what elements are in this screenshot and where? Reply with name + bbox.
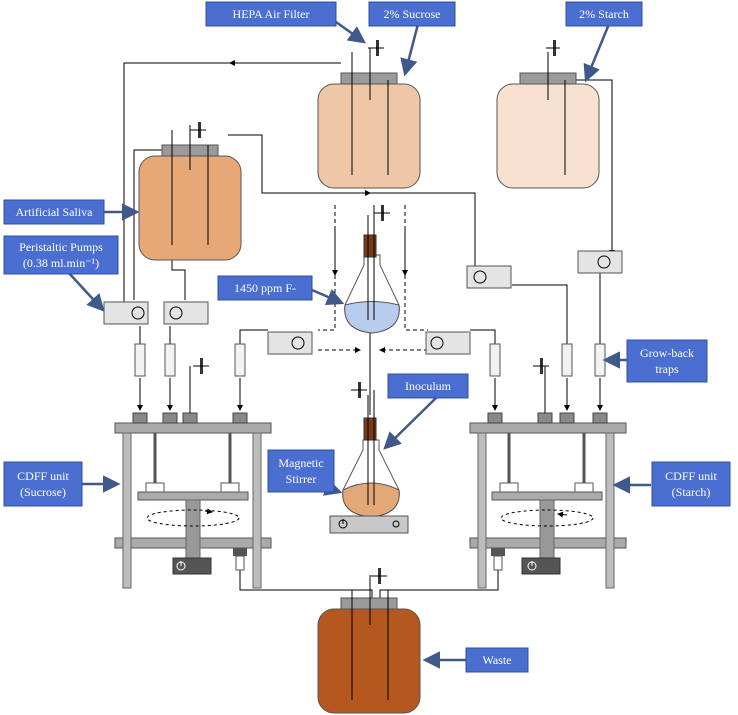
label-sucrose: 2% Sucrose	[368, 1, 456, 27]
label-artificial-saliva: Artificial Saliva	[3, 199, 105, 225]
fluoride-filter-icon	[374, 205, 390, 221]
magnetic-stirrer	[329, 515, 409, 534]
hepa-filter-icon	[368, 40, 384, 56]
saliva-filter-icon	[190, 122, 206, 138]
svg-text:Peristaltic Pumps: Peristaltic Pumps	[19, 240, 103, 254]
svg-text:(0.38 ml.min⁻¹): (0.38 ml.min⁻¹)	[23, 256, 99, 270]
label-magnetic-stirrer: Magnetic Stirrer	[267, 449, 335, 493]
peristaltic-pump-left-1	[103, 301, 149, 325]
cdff-unit-starch	[469, 412, 627, 589]
inoculum-filter-icon	[351, 382, 367, 398]
cdff-unit-sucrose	[114, 412, 272, 589]
svg-text:CDFF unit: CDFF unit	[665, 469, 717, 483]
label-peristaltic-pumps: Peristaltic Pumps (0.38 ml.min⁻¹)	[3, 235, 119, 275]
fluoride-flask	[344, 205, 400, 334]
label-starch: 2% Starch	[565, 1, 643, 27]
peristaltic-pump-left-2	[163, 301, 209, 325]
peristaltic-pump-right-2	[577, 250, 623, 274]
svg-text:2% Starch: 2% Starch	[579, 7, 629, 21]
saliva-bottle	[138, 125, 242, 261]
waste-bottle	[317, 575, 421, 714]
growback-traps	[134, 343, 606, 377]
sucrose-bottle	[317, 48, 421, 189]
cdff-sucrose-filter-icon	[189, 358, 209, 413]
label-waste: Waste	[465, 647, 529, 673]
label-growback-traps: Grow-back traps	[626, 339, 708, 383]
label-cdff-starch: CDFF unit (Starch)	[651, 461, 731, 507]
callout-arrows	[67, 20, 651, 669]
label-fluoride: 1450 ppm F-	[217, 275, 313, 301]
peristaltic-pump-center-right	[425, 331, 471, 355]
svg-text:(Sucrose): (Sucrose)	[20, 485, 66, 499]
label-cdff-sucrose: CDFF unit (Sucrose)	[3, 461, 83, 507]
svg-text:traps: traps	[655, 362, 679, 376]
inoculum-flask	[342, 390, 400, 518]
svg-text:CDFF unit: CDFF unit	[17, 469, 69, 483]
svg-text:1450 ppm F-: 1450 ppm F-	[234, 281, 296, 295]
starch-filter-icon	[546, 40, 560, 56]
starch-bottle	[496, 52, 600, 189]
peristaltic-pump-center-left	[267, 331, 313, 355]
dashed-distribution	[318, 205, 428, 353]
svg-text:Waste: Waste	[482, 653, 511, 667]
svg-text:Grow-back: Grow-back	[640, 346, 694, 360]
svg-text:Magnetic: Magnetic	[278, 456, 323, 470]
svg-text:(Starch): (Starch)	[672, 485, 711, 499]
svg-text:Inoculum: Inoculum	[405, 379, 452, 393]
svg-text:HEPA Air Filter: HEPA Air Filter	[233, 7, 310, 21]
svg-text:Artificial Saliva: Artificial Saliva	[16, 205, 94, 219]
waste-filter-icon	[371, 568, 387, 584]
svg-text:2% Sucrose: 2% Sucrose	[384, 7, 441, 21]
cdff-starch-filter-icon	[533, 358, 549, 413]
svg-text:Stirrer: Stirrer	[286, 472, 317, 486]
label-hepa-filter: HEPA Air Filter	[205, 1, 337, 27]
peristaltic-pump-right-1	[466, 265, 512, 289]
label-inoculum: Inoculum	[387, 373, 469, 399]
